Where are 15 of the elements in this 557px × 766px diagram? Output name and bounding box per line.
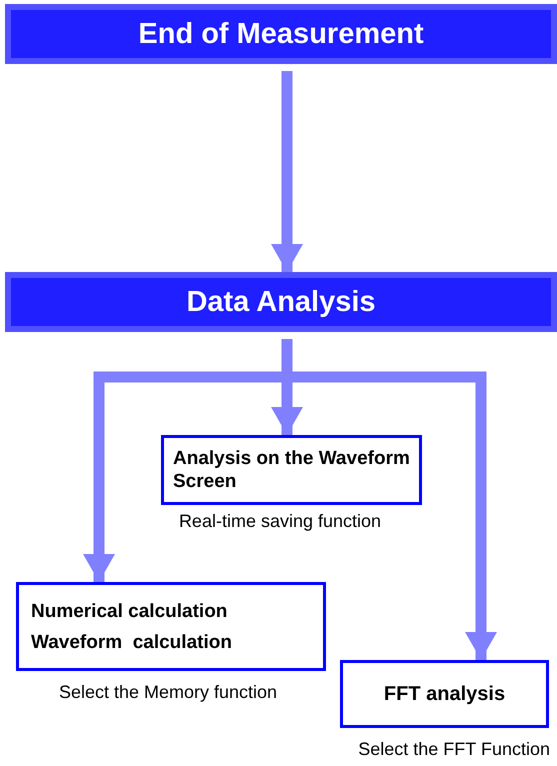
process-label: Waveform calculation bbox=[30, 630, 233, 654]
stage-band bbox=[5, 4, 557, 64]
node-caption: Select the FFT Function bbox=[357, 738, 550, 760]
process-box bbox=[16, 582, 326, 671]
stage-title: Data Analysis bbox=[186, 284, 376, 320]
node-caption: Select the Memory function bbox=[58, 681, 278, 703]
process-box bbox=[340, 660, 549, 728]
stage-title: End of Measurement bbox=[138, 16, 424, 52]
process-label: FFT analysis bbox=[384, 682, 506, 706]
process-label: Analysis on the Waveform Screen bbox=[173, 447, 410, 493]
arrow bbox=[271, 71, 303, 272]
node-caption: Real-time saving function bbox=[178, 510, 382, 532]
process-label: Numerical calculation bbox=[30, 600, 228, 622]
stage-band bbox=[5, 272, 557, 332]
process-box bbox=[161, 435, 422, 505]
